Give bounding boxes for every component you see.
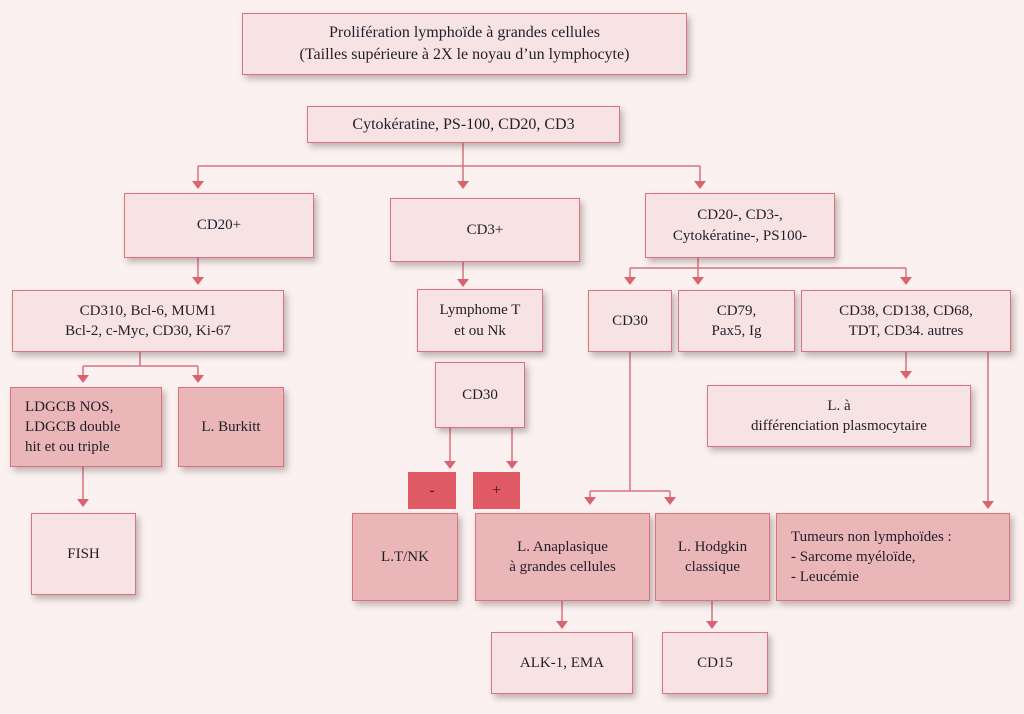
arrow-icon	[192, 375, 204, 383]
lt-nk-text: L.T/NK	[381, 548, 429, 565]
negative-sign-text: -	[429, 481, 435, 499]
cd3-positive-text: CD3+	[466, 221, 504, 238]
cd30-neg-text: CD30	[612, 312, 648, 329]
anaplasique-box: L. Anaplasique à grandes cellules	[475, 513, 650, 601]
hodgkin-box: L. Hodgkin classique	[655, 513, 770, 601]
cd30-t-text: CD30	[462, 386, 498, 403]
cd30-neg-box: CD30	[588, 290, 672, 352]
arrow-icon	[77, 375, 89, 383]
arrow-icon	[692, 277, 704, 285]
arrow-icon	[192, 181, 204, 189]
positive-sign-box: +	[473, 472, 520, 509]
cd20-panel-text: CD310, Bcl-6, MUM1 Bcl-2, c-Myc, CD30, K…	[65, 302, 231, 339]
negative-sign-box: -	[408, 472, 456, 509]
arrow-icon	[982, 501, 994, 509]
arrow-icon	[624, 277, 636, 285]
arrow-icon	[694, 181, 706, 189]
plasmocytaire-box: L. à différenciation plasmocytaire	[707, 385, 971, 447]
title-text: Prolifération lymphoïde à grandes cellul…	[299, 24, 630, 63]
cd38-others-text: CD38, CD138, CD68, TDT, CD34. autres	[839, 302, 973, 339]
arrow-icon	[457, 279, 469, 287]
alk-ema-text: ALK-1, EMA	[519, 654, 605, 671]
markers-text: Cytokératine, PS-100, CD20, CD3	[352, 115, 575, 133]
negative-markers-box: CD20-, CD3-, Cytokératine-, PS100-	[645, 193, 835, 258]
negative-markers-text: CD20-, CD3-, Cytokératine-, PS100-	[672, 207, 808, 244]
cd20-positive-text: CD20+	[196, 217, 242, 234]
alk-ema-box: ALK-1, EMA	[491, 632, 633, 694]
tumeurs-text: Tumeurs non lymphoïdes : - Sarcome myélo…	[791, 528, 952, 586]
burkitt-text: L. Burkitt	[201, 418, 261, 435]
anaplasique-text: L. Anaplasique à grandes cellules	[509, 538, 616, 575]
arrow-icon	[900, 277, 912, 285]
plasmocytaire-text: L. à différenciation plasmocytaire	[751, 397, 927, 434]
hodgkin-text: L. Hodgkin classique	[677, 538, 748, 575]
cd79-text: CD79, Pax5, Ig	[711, 302, 762, 339]
arrow-icon	[706, 621, 718, 629]
tumeurs-box: Tumeurs non lymphoïdes : - Sarcome myélo…	[776, 513, 1010, 601]
positive-sign-text: +	[491, 481, 502, 499]
arrow-icon	[556, 621, 568, 629]
arrow-icon	[664, 497, 676, 505]
connector-markers-branches	[197, 141, 701, 182]
cd20-panel-box: CD310, Bcl-6, MUM1 Bcl-2, c-Myc, CD30, K…	[12, 290, 284, 352]
lt-nk-box: L.T/NK	[352, 513, 458, 601]
cd15-text: CD15	[697, 654, 733, 671]
fish-text: FISH	[67, 545, 100, 562]
connector-cd30-signs	[449, 427, 513, 462]
cd38-others-box: CD38, CD138, CD68, TDT, CD34. autres	[801, 290, 1011, 352]
lymphome-t-nk-box: Lymphome T et ou Nk	[417, 289, 543, 352]
arrow-icon	[192, 277, 204, 285]
arrow-icon	[77, 499, 89, 507]
cd20-positive-box: CD20+	[124, 193, 314, 258]
ldgcb-text: LDGCB NOS, LDGCB double hit et ou triple	[25, 398, 121, 456]
arrow-icon	[900, 371, 912, 379]
cd3-positive-box: CD3+	[390, 198, 580, 262]
title-box: Prolifération lymphoïde à grandes cellul…	[242, 13, 687, 75]
arrow-icon	[457, 181, 469, 189]
ldgcb-box: LDGCB NOS, LDGCB double hit et ou triple	[10, 387, 162, 467]
cd15-box: CD15	[662, 632, 768, 694]
connector-cd30-split	[589, 352, 671, 498]
markers-box: Cytokératine, PS-100, CD20, CD3	[307, 106, 620, 143]
burkitt-box: L. Burkitt	[178, 387, 284, 467]
connector-panel-split	[82, 351, 199, 376]
arrow-icon	[584, 497, 596, 505]
lymphome-t-nk-text: Lymphome T et ou Nk	[439, 302, 521, 339]
arrow-icon	[444, 461, 456, 469]
connector-negative-split	[629, 258, 907, 278]
cd30-t-box: CD30	[435, 362, 525, 428]
cd79-box: CD79, Pax5, Ig	[678, 290, 795, 352]
fish-box: FISH	[31, 513, 136, 595]
arrow-icon	[506, 461, 518, 469]
